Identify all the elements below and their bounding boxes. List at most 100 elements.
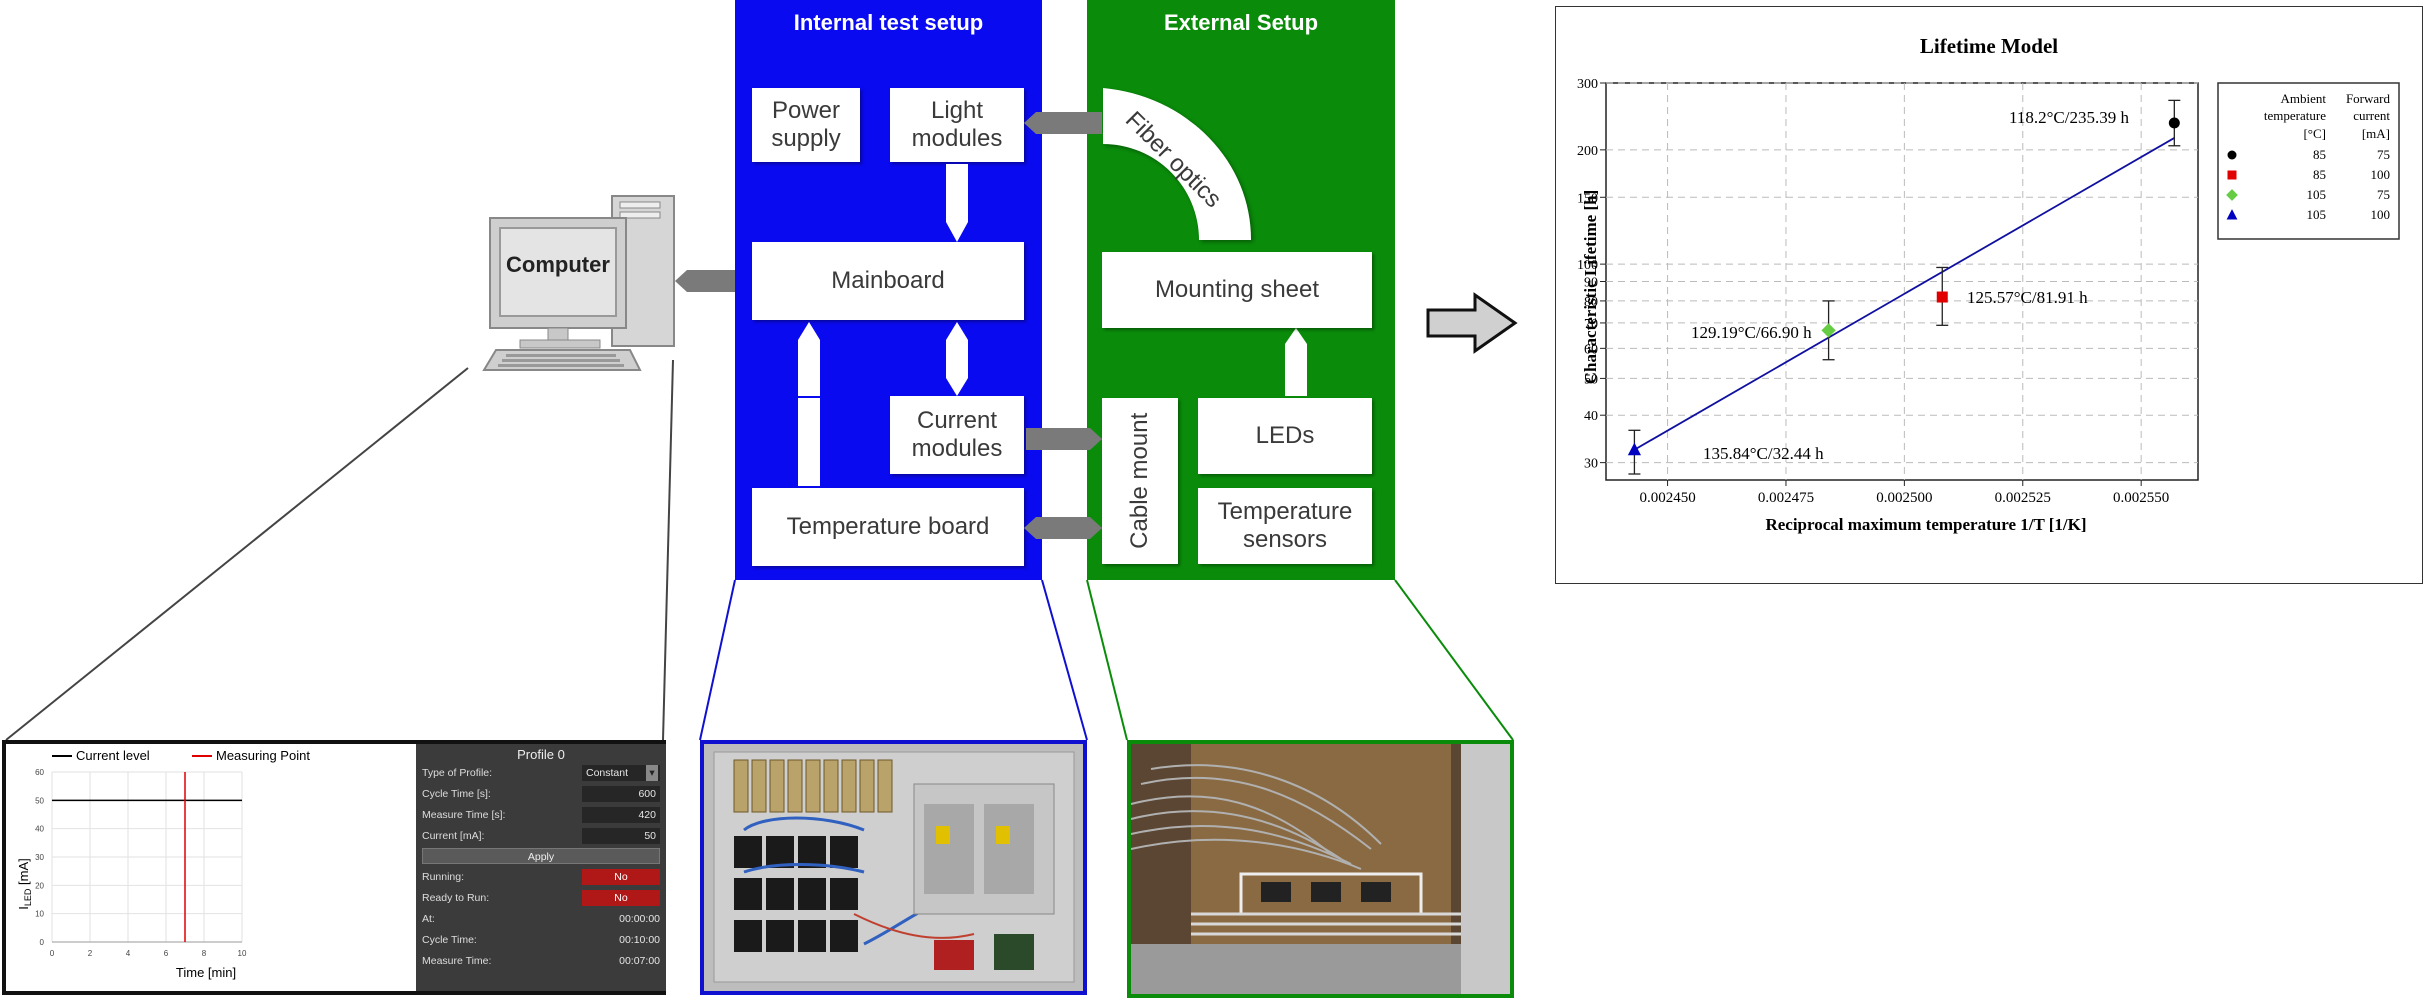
lifetime-ytick-label: 100 [1577, 258, 1598, 273]
lifetime-legend: Ambient temperature [°C] Forward current… [2217, 82, 2400, 240]
measure-status-row: Measure Time: 00:07:00 [422, 952, 660, 970]
profile-title: Profile 0 [517, 747, 565, 762]
legend-current-value: 75 [2377, 187, 2390, 202]
legend-current-value: 100 [2371, 207, 2391, 222]
profile-panel: Profile 0 Type of Profile: Constant ▾ Cy… [416, 744, 666, 991]
profile-type-value: Constant [586, 767, 629, 779]
apply-button[interactable]: Apply [422, 848, 660, 864]
legend-temp-value: 85 [2313, 147, 2326, 162]
lifetime-data-point [2168, 117, 2180, 129]
temperature-sensors-box: Temperature sensors [1198, 488, 1372, 564]
lifetime-ytick-label: 200 [1577, 144, 1598, 159]
annotation-point-2: 125.57°C/81.91 h [1967, 288, 2088, 307]
lifetime-xtick-label: 0.002525 [1995, 490, 2051, 506]
temperature-board-box: Temperature board [752, 488, 1024, 566]
legend-temp-value: 105 [2307, 207, 2327, 222]
annotation-point-1: 118.2°C/235.39 h [2009, 108, 2129, 127]
lifetime-xtick-label: 0.002550 [2113, 490, 2169, 506]
lifetime-data-point [1627, 442, 1642, 456]
annotation-point-3: 129.19°C/66.90 h [1691, 323, 1812, 342]
cable-mount-box: Cable mount [1102, 398, 1178, 564]
electronics-board-image [704, 744, 1083, 991]
lifetime-xtick-label: 0.002500 [1876, 490, 1932, 506]
iled-ytick-label: 20 [35, 881, 44, 890]
internal-setup-photo [700, 740, 1087, 995]
light-modules-box: Light modules [890, 88, 1024, 162]
mounting-sheet-box: Mounting sheet [1102, 252, 1372, 328]
profile-type-label: Type of Profile: [422, 767, 493, 779]
iled-ytick-label: 60 [35, 768, 44, 777]
at-value: 00:00:00 [619, 913, 660, 925]
legend-current-level: Current level [76, 748, 150, 763]
running-row: Running: No [422, 868, 660, 886]
lifetime-xtick-label: 0.002450 [1639, 490, 1695, 506]
running-label: Running: [422, 871, 465, 883]
legend-header-current-1: Forward [2346, 91, 2391, 106]
lifetime-ytick-label: 30 [1584, 457, 1598, 472]
ready-status: No [582, 890, 660, 906]
cycle-time-input[interactable]: 600 [582, 786, 660, 802]
mainboard-box: Mainboard [752, 242, 1024, 320]
cycle-time-label: Cycle Time [s]: [422, 788, 491, 800]
legend-current-value: 75 [2377, 147, 2390, 162]
measure-time-input[interactable]: 420 [582, 807, 660, 823]
legend-header-temp-2: temperature [2264, 108, 2326, 123]
computer-illustration [482, 195, 675, 371]
lifetime-ytick-label: 70 [1584, 317, 1598, 332]
legend-header-temp-1: Ambient [2281, 91, 2327, 106]
measure-status-value: 00:07:00 [619, 955, 660, 967]
svg-text:ILED [mA]: ILED [mA] [16, 858, 33, 910]
ready-row: Ready to Run: No [422, 889, 660, 907]
fiber-optics-shape [1103, 88, 1307, 396]
light-fiber-arrow [1024, 112, 1102, 134]
result-arrow [1426, 292, 1518, 354]
lifetime-xtick-label: 0.002475 [1758, 490, 1814, 506]
iled-xtick-label: 6 [164, 949, 169, 958]
power-supply-box: Power supply [752, 88, 860, 162]
at-label: At: [422, 913, 435, 925]
iled-ylabel: ILED [mA] [16, 858, 33, 910]
lifetime-model-chart: Lifetime Model 3040506070809010015020030… [1577, 34, 2400, 534]
legend-current-value: 100 [2371, 167, 2391, 182]
iled-xlabel: Time [min] [176, 965, 236, 980]
temperature-arrow [1024, 517, 1102, 539]
iled-xtick-label: 10 [238, 949, 247, 958]
computer-label: Computer [506, 252, 610, 277]
profile-type-select[interactable]: Constant ▾ [582, 765, 660, 781]
lifetime-ytick-label: 90 [1584, 276, 1598, 291]
legend-header-temp-3: [°C] [2303, 126, 2326, 141]
lifetime-fit-line [1633, 137, 2175, 451]
lifetime-data-point [1936, 291, 1948, 303]
external-setup-photo [1127, 740, 1514, 998]
iled-xtick-label: 4 [126, 949, 131, 958]
iled-xtick-label: 0 [50, 949, 55, 958]
legend-temp-value: 85 [2313, 167, 2326, 182]
cycle-status-value: 00:10:00 [619, 934, 660, 946]
cable-mount-label: Cable mount [1126, 412, 1154, 550]
current-input[interactable]: 50 [582, 828, 660, 844]
cycle-status-label: Cycle Time: [422, 934, 477, 946]
ready-label: Ready to Run: [422, 892, 490, 904]
internal-setup-title: Internal test setup [793, 10, 984, 35]
legend-header-current-3: [mA] [2362, 126, 2390, 141]
lifetime-xlabel: Reciprocal maximum temperature 1/T [1/K] [1765, 515, 2086, 534]
internal-connectors [798, 164, 968, 486]
iled-xtick-label: 8 [202, 949, 207, 958]
oven-chamber-image [1131, 744, 1510, 994]
at-row: At: 00:00:00 [422, 910, 660, 928]
legend-temp-value: 105 [2307, 187, 2327, 202]
legend-measuring-point: Measuring Point [216, 748, 310, 763]
annotation-point-4: 135.84°C/32.44 h [1703, 444, 1824, 463]
legend-marker [2226, 209, 2238, 220]
running-status: No [582, 869, 660, 885]
chevron-down-icon: ▾ [646, 765, 658, 781]
current-cable-arrow [1026, 428, 1102, 450]
lifetime-title: Lifetime Model [1920, 34, 2058, 58]
lifetime-ylabel: Characteristic Lifetime [h] [1581, 190, 1600, 384]
iled-ytick-label: 0 [40, 938, 45, 947]
current-label: Current [mA]: [422, 830, 485, 842]
lifetime-ytick-label: 60 [1584, 342, 1598, 357]
iled-xtick-label: 2 [88, 949, 93, 958]
